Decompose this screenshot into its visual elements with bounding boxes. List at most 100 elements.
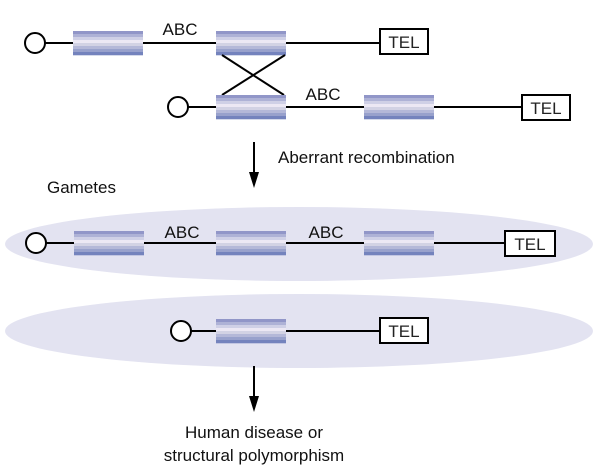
bottom-chromosome: ABC TEL: [167, 85, 571, 121]
gene-stripe: [364, 252, 434, 256]
gene-stripe: [216, 43, 286, 47]
spacer-label: ABC: [165, 223, 200, 242]
telomere-label: TEL: [514, 235, 545, 254]
gene-stripe: [74, 243, 144, 247]
gene-stripe: [216, 116, 286, 120]
centromere-icon: [170, 320, 192, 342]
outcome-line-1: Human disease or: [185, 423, 323, 442]
spacer-label: ABC: [163, 20, 198, 39]
gene-stripe: [216, 234, 286, 238]
gene-stripe: [216, 325, 286, 329]
gene-block: [364, 231, 434, 256]
gene-stripe: [216, 231, 286, 235]
gene-stripe: [216, 237, 286, 241]
gene-stripe: [216, 252, 286, 256]
gene-stripe: [216, 110, 286, 114]
gene-stripe: [364, 234, 434, 238]
telomere-label: TEL: [388, 322, 419, 341]
gene-stripe: [74, 246, 144, 250]
spacer-label: ABC: [309, 223, 344, 242]
gene-stripe: [74, 237, 144, 241]
gene-stripe: [216, 34, 286, 38]
gene-stripe: [216, 322, 286, 326]
gene-stripe: [73, 43, 143, 47]
gene-stripe: [364, 237, 434, 241]
gene-stripe: [364, 243, 434, 247]
centromere-icon: [25, 232, 47, 254]
gene-stripe: [216, 101, 286, 105]
gene-stripe: [364, 107, 434, 111]
spacer-label: ABC: [306, 85, 341, 104]
gene-stripe: [364, 101, 434, 105]
gene-stripe: [216, 249, 286, 253]
gene-stripe: [216, 334, 286, 338]
gene-stripe: [216, 52, 286, 56]
gene-stripe: [364, 240, 434, 244]
gene-stripe: [74, 240, 144, 244]
top-chromosome: ABC TEL: [24, 20, 429, 56]
gene-block: [73, 31, 143, 56]
gene-stripe: [364, 231, 434, 235]
down-arrow-icon: [249, 142, 259, 188]
gene-stripe: [73, 40, 143, 44]
gene-stripe: [216, 37, 286, 41]
gamete-1-chromosome: ABC ABC TEL: [25, 223, 556, 257]
down-arrow-icon: [249, 366, 259, 412]
telomere-box: [379, 317, 429, 344]
gene-stripe: [74, 249, 144, 253]
centromere-icon: [167, 96, 189, 118]
gene-block: [216, 319, 286, 344]
gene-stripe: [216, 337, 286, 341]
gene-stripe: [216, 328, 286, 332]
gene-stripe: [73, 31, 143, 35]
gene-stripe: [74, 231, 144, 235]
gene-stripe: [216, 340, 286, 344]
gene-stripe: [73, 34, 143, 38]
gene-stripe: [73, 37, 143, 41]
gene-stripe: [216, 243, 286, 247]
gene-stripe: [74, 252, 144, 256]
gene-stripe: [74, 234, 144, 238]
telomere-box: [504, 230, 556, 257]
gamete-2-chromosome: TEL: [170, 317, 429, 344]
gene-stripe: [216, 113, 286, 117]
gene-stripe: [73, 46, 143, 50]
gene-stripe: [364, 104, 434, 108]
telomere-box: [379, 28, 429, 55]
gene-stripe: [364, 98, 434, 102]
gene-block: [216, 95, 286, 120]
gene-block: [216, 231, 286, 256]
gametes-label: Gametes: [47, 178, 116, 197]
gene-stripe: [364, 95, 434, 99]
gene-stripe: [216, 95, 286, 99]
gene-block: [364, 95, 434, 120]
telomere-label: TEL: [388, 33, 419, 52]
gene-stripe: [216, 98, 286, 102]
gene-stripe: [216, 104, 286, 108]
gene-stripe: [216, 246, 286, 250]
gene-stripe: [73, 49, 143, 53]
telomere-box: [521, 94, 571, 121]
gene-stripe: [364, 110, 434, 114]
gene-stripe: [73, 52, 143, 56]
gene-block: [74, 231, 144, 256]
gene-stripe: [364, 116, 434, 120]
telomere-label: TEL: [530, 99, 561, 118]
gene-stripe: [216, 46, 286, 50]
gene-stripe: [216, 331, 286, 335]
gene-stripe: [216, 319, 286, 323]
centromere-icon: [24, 32, 46, 54]
gene-block: [216, 31, 286, 56]
gene-stripe: [216, 240, 286, 244]
gene-stripe: [216, 49, 286, 53]
step-label: Aberrant recombination: [278, 148, 455, 167]
crossover-icon: [221, 54, 286, 96]
gene-stripe: [216, 107, 286, 111]
outcome-line-2: structural polymorphism: [164, 446, 344, 465]
gene-stripe: [364, 249, 434, 253]
gene-stripe: [216, 40, 286, 44]
gene-stripe: [216, 31, 286, 35]
gene-stripe: [364, 246, 434, 250]
gene-stripe: [364, 113, 434, 117]
